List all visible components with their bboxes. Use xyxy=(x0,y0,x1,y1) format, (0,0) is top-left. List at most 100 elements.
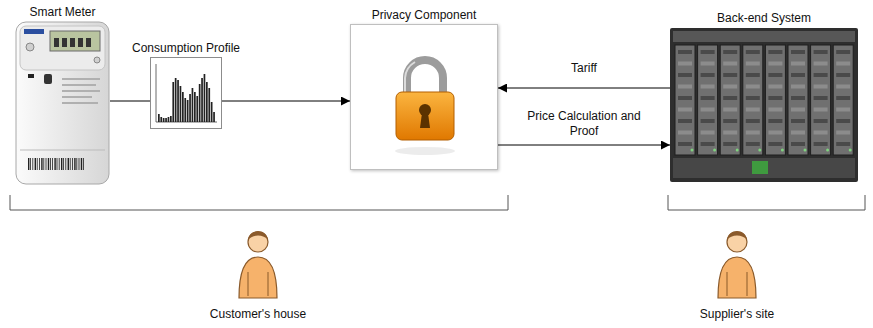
blade-slot xyxy=(701,62,715,66)
server-blade xyxy=(765,45,785,155)
chart-bar xyxy=(172,82,174,122)
blade-slot xyxy=(791,108,805,112)
smart-meter-node: Smart Meter xyxy=(15,22,110,185)
blade-slot xyxy=(814,119,828,123)
barcode-line xyxy=(61,158,62,170)
blade-slot xyxy=(791,119,805,123)
blade-slot xyxy=(723,73,737,77)
meter-print xyxy=(62,84,96,86)
display-digit xyxy=(62,38,67,47)
meter-print xyxy=(62,90,100,92)
blade-slot xyxy=(791,62,805,66)
chart-bar xyxy=(158,114,160,122)
chart-bar xyxy=(194,92,196,122)
blade-slot xyxy=(701,50,715,54)
server-blade xyxy=(698,45,718,155)
meter-port xyxy=(44,74,52,84)
lock-shine xyxy=(405,62,415,92)
blade-slot xyxy=(746,119,760,123)
display-digit xyxy=(78,38,83,47)
bracket xyxy=(10,195,508,210)
barcode-line xyxy=(48,158,49,170)
blade-slot xyxy=(768,62,782,66)
blade-slot xyxy=(836,119,850,123)
blade-slot xyxy=(814,108,828,112)
blade-face xyxy=(743,45,763,155)
chart-bar xyxy=(163,118,165,122)
blade-slot xyxy=(814,50,828,54)
blade-slot xyxy=(836,96,850,100)
blade-slot xyxy=(678,50,692,54)
chart-bar xyxy=(208,88,210,122)
blade-slot xyxy=(723,96,737,100)
barcode-line xyxy=(69,158,71,170)
barcode-line xyxy=(58,158,60,170)
blade-slot xyxy=(836,85,850,89)
chart-bar xyxy=(204,74,206,122)
server-display xyxy=(752,161,768,174)
blade-face xyxy=(698,45,718,155)
blade-slot xyxy=(791,85,805,89)
blade-slot xyxy=(701,85,715,89)
chart-axes xyxy=(156,64,217,122)
lock-reflection xyxy=(395,147,455,155)
chart-bar xyxy=(211,102,213,122)
blade-led xyxy=(826,149,829,152)
server-blades xyxy=(675,45,853,155)
blade-slot xyxy=(678,62,692,66)
blade-led xyxy=(691,149,694,152)
blade-slot xyxy=(768,131,782,135)
server-blade xyxy=(788,45,808,155)
blade-slot xyxy=(836,62,850,66)
barcode-line xyxy=(63,158,65,170)
chart-bar xyxy=(168,117,170,122)
barcode-line xyxy=(52,158,54,170)
chart-bar xyxy=(199,84,201,122)
meter-button xyxy=(94,57,100,63)
blade-slot xyxy=(678,131,692,135)
connector-arrow xyxy=(110,101,150,102)
chart-bar xyxy=(165,118,167,122)
blade-led xyxy=(736,149,739,152)
chart-bar xyxy=(213,112,215,122)
blade-slot xyxy=(678,142,692,146)
meter-logo xyxy=(24,29,44,34)
barcode-line xyxy=(28,158,29,170)
chart-node: Consumption Profile xyxy=(150,57,222,129)
blade-slot xyxy=(723,62,737,66)
server-blade xyxy=(811,45,831,155)
lock-body xyxy=(396,92,454,140)
edge-label: Price Calculation and Proof xyxy=(519,109,649,139)
lock-illustration xyxy=(395,60,455,155)
server-illustration xyxy=(670,28,858,182)
meter-top xyxy=(20,26,105,70)
blade-slot xyxy=(768,85,782,89)
blade-led xyxy=(713,149,716,152)
server-node: Back-end System xyxy=(670,28,858,182)
display-digit xyxy=(86,38,91,47)
blade-slot xyxy=(701,119,715,123)
chart-bar xyxy=(180,86,182,122)
node-heading: Smart Meter xyxy=(29,5,95,19)
barcode-line xyxy=(72,158,74,170)
barcode-line xyxy=(30,158,32,170)
blade-slot xyxy=(678,85,692,89)
blade-slot xyxy=(701,96,715,100)
blade-slot xyxy=(791,142,805,146)
blade-face xyxy=(811,45,831,155)
chart-bar xyxy=(196,96,198,122)
person-icon xyxy=(239,231,277,298)
blade-slot xyxy=(814,96,828,100)
blade-face xyxy=(833,45,853,155)
privacy-box: Privacy Component xyxy=(350,24,498,170)
blade-slot xyxy=(791,131,805,135)
meter-led xyxy=(28,74,34,78)
blade-slot xyxy=(768,50,782,54)
barcode-line xyxy=(54,158,55,170)
blade-slot xyxy=(836,73,850,77)
blade-slot xyxy=(836,142,850,146)
barcode-line xyxy=(50,158,52,170)
blade-led xyxy=(758,149,761,152)
server-blade xyxy=(720,45,740,155)
